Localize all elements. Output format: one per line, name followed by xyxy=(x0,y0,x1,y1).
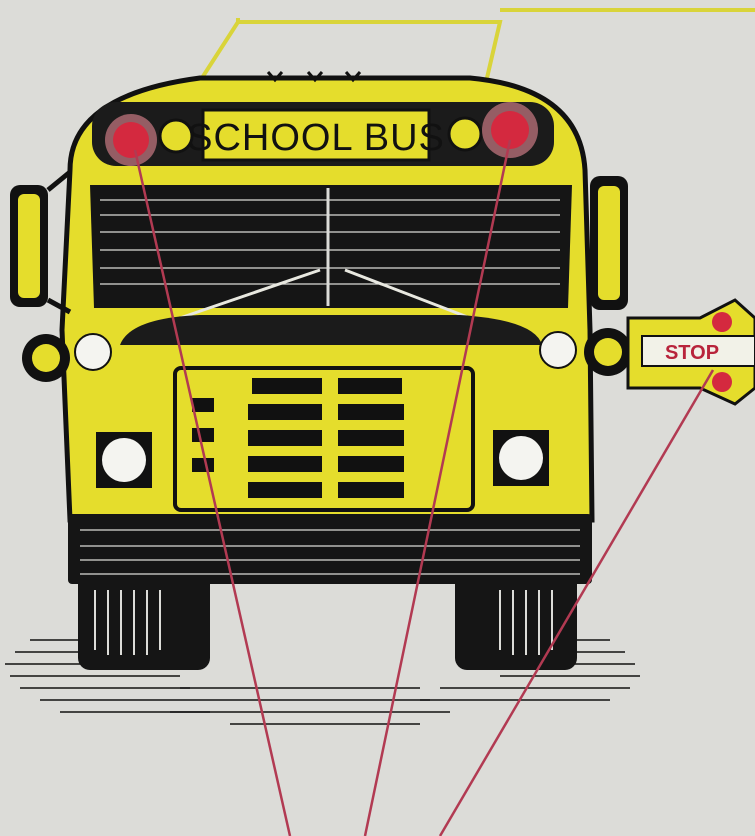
stop-arm-light-top xyxy=(712,312,732,332)
grille xyxy=(175,368,473,510)
bumper xyxy=(68,514,592,584)
hood xyxy=(120,315,542,345)
stop-sign-text: STOP xyxy=(665,342,719,364)
warning-light-right-amber xyxy=(449,118,481,150)
warning-light-left-amber xyxy=(160,120,192,152)
headlight-right xyxy=(493,430,549,486)
windshield xyxy=(90,185,572,318)
turn-signal-left-lens xyxy=(32,344,60,372)
marker-light-left xyxy=(75,334,111,370)
turn-signal-right-lens xyxy=(594,338,622,366)
mirror-right xyxy=(590,176,628,310)
stop-arm: STOP xyxy=(628,300,755,404)
warning-light-left-red xyxy=(105,114,157,166)
mirror-left xyxy=(10,172,70,312)
warning-light-right-red xyxy=(482,102,538,158)
school-bus-sign-text: SCHOOL BUS xyxy=(187,117,445,159)
marker-light-right xyxy=(540,332,576,368)
stop-arm-light-bottom xyxy=(712,372,732,392)
headlight-left xyxy=(96,432,152,488)
